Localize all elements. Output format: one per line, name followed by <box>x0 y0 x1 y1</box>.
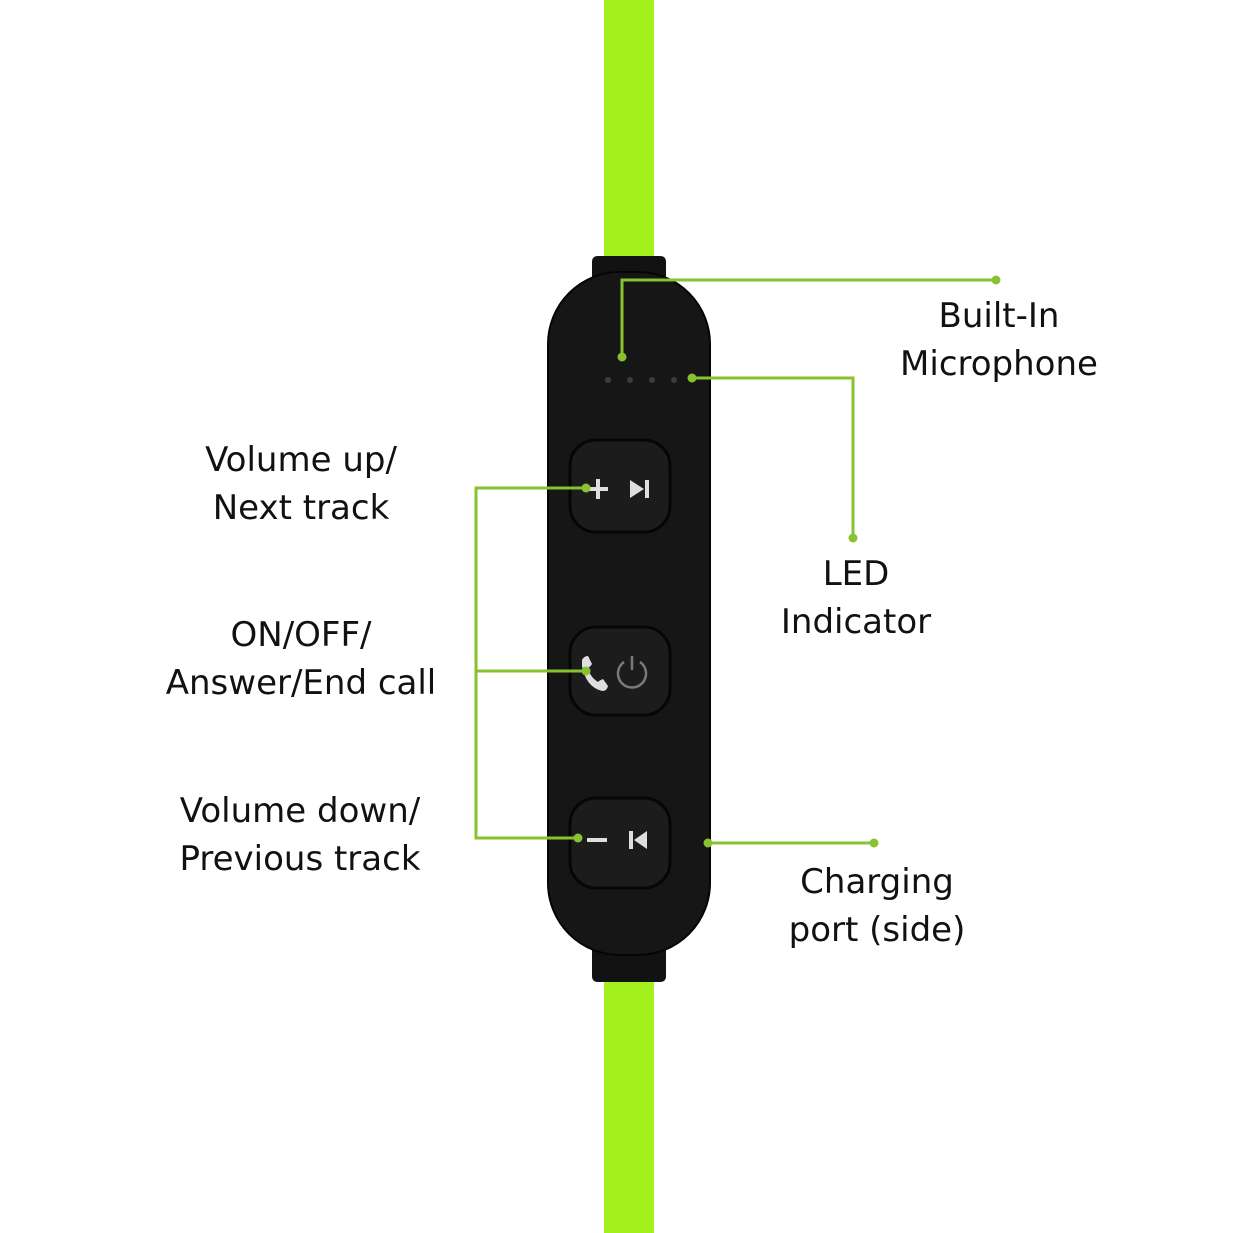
power-button[interactable] <box>568 625 672 717</box>
volume-down-label-line1: Volume down/ <box>179 791 421 831</box>
volume-up-label: Volume up/ Next track <box>170 436 432 532</box>
volume-up-button[interactable] <box>568 438 672 534</box>
leader-buttons <box>474 486 586 840</box>
leader-dots <box>573 275 1001 848</box>
volume-up-label-line1: Volume up/ <box>205 440 397 480</box>
led-dots <box>605 377 677 383</box>
power-label: ON/OFF/ Answer/End call <box>140 611 462 707</box>
leader-microphone <box>620 278 996 357</box>
next-track-icon <box>630 480 649 498</box>
volume-down-label-line2: Previous track <box>179 839 421 879</box>
power-icon <box>616 656 648 689</box>
led-label: LED Indicator <box>760 550 952 646</box>
led-label-line2: Indicator <box>780 602 932 642</box>
microphone-hole-icon <box>605 377 611 383</box>
microphone-label-line1: Built-In <box>938 296 1060 336</box>
leader-led <box>692 376 855 538</box>
charging-label-line2: port (side) <box>788 910 966 950</box>
minus-icon <box>587 838 607 842</box>
power-label-line1: ON/OFF/ <box>230 615 372 655</box>
volume-down-label: Volume down/ Previous track <box>150 787 450 883</box>
charging-label-line1: Charging <box>800 862 954 902</box>
led-indicator-icon <box>671 377 677 383</box>
microphone-label-line2: Microphone <box>900 344 1098 384</box>
previous-track-icon <box>629 831 647 849</box>
dot-icon <box>627 377 633 383</box>
volume-up-label-line2: Next track <box>212 488 390 528</box>
phone-icon <box>582 656 608 691</box>
cable-bottom <box>604 975 654 1233</box>
power-label-line2: Answer/End call <box>165 663 437 703</box>
charging-label: Charging port (side) <box>766 858 988 954</box>
led-label-line1: LED <box>822 554 890 594</box>
cable-top <box>604 0 654 270</box>
volume-down-button[interactable] <box>568 796 672 890</box>
leader-lines <box>474 278 996 845</box>
dot-icon <box>649 377 655 383</box>
microphone-label: Built-In Microphone <box>880 292 1118 388</box>
